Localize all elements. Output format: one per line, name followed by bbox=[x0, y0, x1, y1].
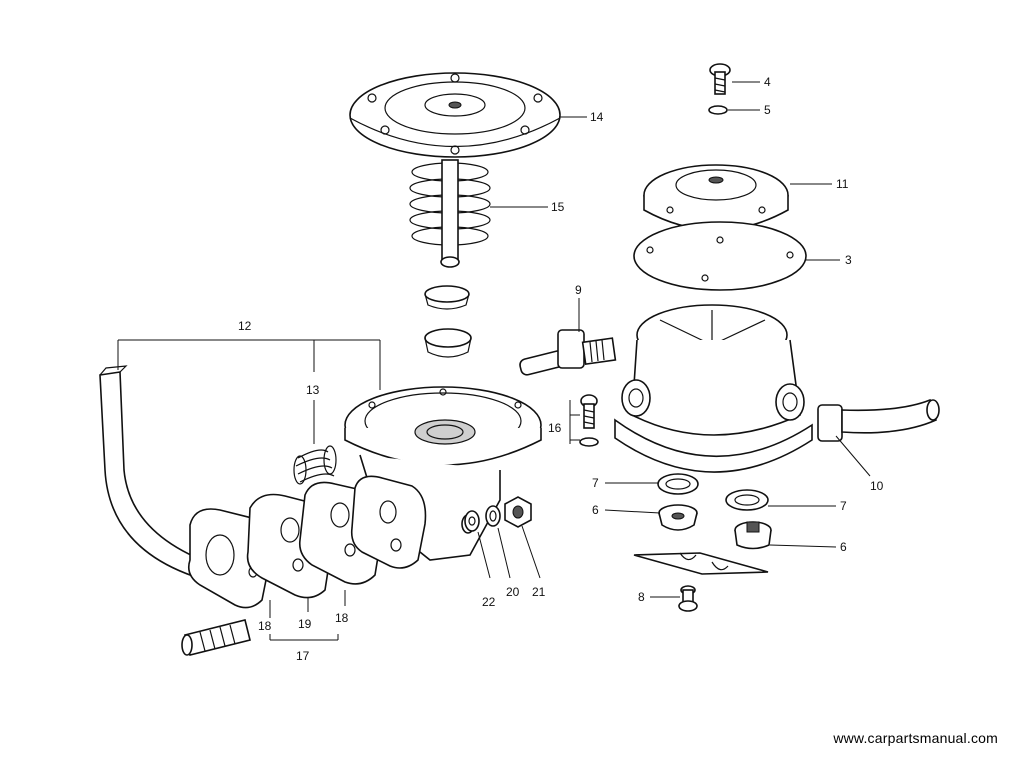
callout-11: 11 bbox=[836, 177, 849, 191]
spring-seat-cups bbox=[424, 285, 472, 358]
callout-labels: 4 5 14 15 11 3 9 12 13 16 10 7 6 7 6 8 2… bbox=[238, 75, 884, 663]
part-7-gasket-left bbox=[657, 473, 699, 495]
callout-9: 9 bbox=[575, 283, 582, 297]
callout-19: 19 bbox=[298, 617, 312, 631]
callout-12: 12 bbox=[238, 319, 252, 333]
part-16-screw bbox=[579, 394, 599, 447]
callout-16: 16 bbox=[548, 421, 562, 435]
callout-8: 8 bbox=[638, 590, 645, 604]
part-14-diaphragm-plate bbox=[349, 72, 561, 158]
callout-20: 20 bbox=[506, 585, 520, 599]
part-6-valve-left bbox=[658, 504, 698, 531]
callout-15: 15 bbox=[551, 200, 565, 214]
callout-6-right: 6 bbox=[840, 540, 847, 554]
leader-lines bbox=[117, 81, 871, 641]
part-8-screw bbox=[678, 585, 698, 612]
part-22-washer bbox=[464, 510, 480, 532]
part-20-spring-washer bbox=[485, 505, 501, 527]
callout-6-left: 6 bbox=[592, 503, 599, 517]
pump-body bbox=[614, 304, 813, 473]
part-10-outlet-fitting bbox=[817, 398, 940, 442]
part-3-gasket bbox=[633, 221, 807, 291]
part-4-screw bbox=[709, 63, 731, 95]
callout-17: 17 bbox=[296, 649, 310, 663]
callout-14: 14 bbox=[590, 110, 604, 124]
part-21-nut bbox=[504, 496, 532, 528]
watermark-url: www.carpartsmanual.com bbox=[833, 730, 998, 746]
callout-21: 21 bbox=[532, 585, 546, 599]
callout-18-right: 18 bbox=[335, 611, 349, 625]
part-11-upper-cover bbox=[643, 164, 789, 231]
callout-7-left: 7 bbox=[592, 476, 599, 490]
valve-retainer-plate bbox=[633, 552, 769, 575]
callout-13: 13 bbox=[306, 383, 320, 397]
part-17-stud bbox=[181, 619, 251, 656]
callout-7-right: 7 bbox=[840, 499, 847, 513]
callout-22: 22 bbox=[482, 595, 496, 609]
pump-mounting-flange bbox=[350, 475, 427, 569]
part-13-spring bbox=[293, 445, 337, 485]
part-15-spring bbox=[409, 159, 491, 268]
part-6-valve-right bbox=[734, 521, 772, 550]
part-9-inlet-fitting bbox=[519, 329, 617, 376]
part-5-washer bbox=[708, 105, 728, 115]
callout-4: 4 bbox=[764, 75, 771, 89]
callout-18-left: 18 bbox=[258, 619, 272, 633]
callout-5: 5 bbox=[764, 103, 771, 117]
callout-3: 3 bbox=[845, 253, 852, 267]
part-7-gasket-right bbox=[725, 489, 769, 511]
callout-10: 10 bbox=[870, 479, 884, 493]
